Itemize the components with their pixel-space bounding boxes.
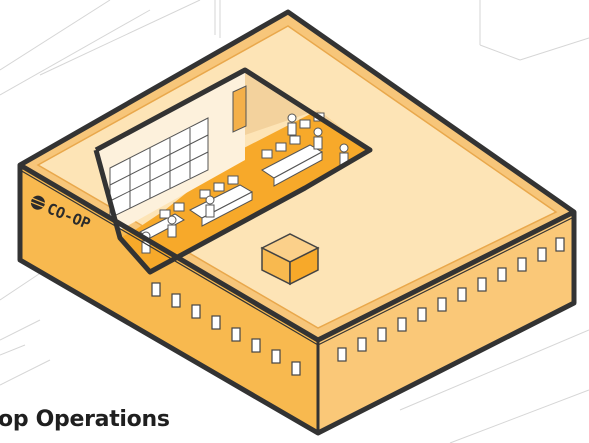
caption-title: op Operations [0, 407, 170, 432]
room-door [232, 85, 247, 133]
building-wall-right [318, 212, 574, 433]
rooftop-hvac-unit [260, 233, 320, 286]
left-wall-windows [151, 282, 301, 376]
room-cutaway-outline [93, 67, 373, 275]
roof-ledge-left [19, 169, 319, 346]
coop-logo-icon [30, 195, 46, 210]
roof-ledge-right [317, 216, 575, 346]
building-wall-left [20, 165, 318, 433]
right-wall-windows [337, 237, 565, 362]
video-wall-screen [109, 117, 209, 219]
